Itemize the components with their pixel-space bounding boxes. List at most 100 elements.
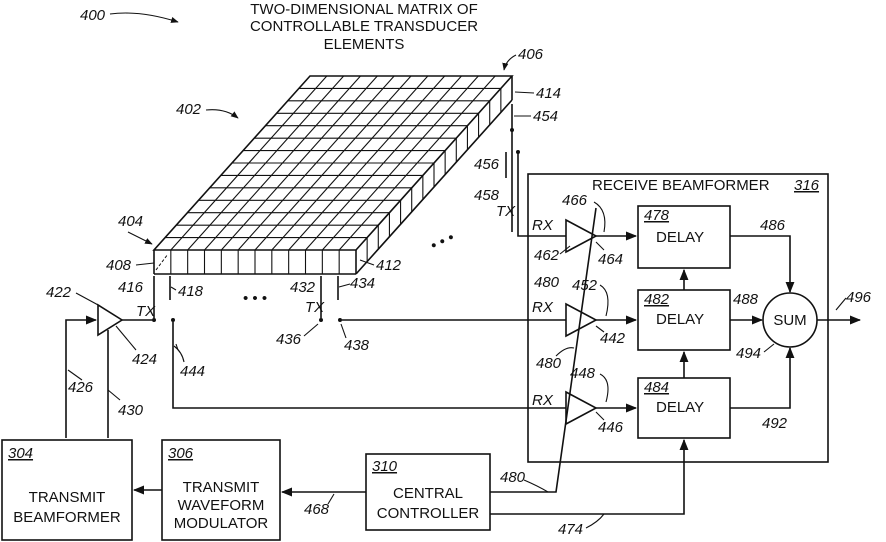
leader-452 xyxy=(600,285,608,316)
switch-contact-left-b xyxy=(171,318,175,322)
leader-400 xyxy=(110,13,178,22)
title-line-3: ELEMENTS xyxy=(324,36,405,53)
rx-label-3: RX xyxy=(532,392,554,409)
ref-454: 454 xyxy=(533,108,558,125)
switch-contact-mid-a xyxy=(319,318,323,322)
ref-492: 492 xyxy=(762,415,788,432)
ref-310: 310 xyxy=(372,458,398,475)
waveform-modulator-label-2: WAVEFORM xyxy=(178,497,265,514)
ref-406: 406 xyxy=(518,46,544,63)
leader-402 xyxy=(206,110,238,118)
leader-434 xyxy=(339,284,350,287)
leader-430 xyxy=(108,390,120,400)
rx-amplifier-3 xyxy=(566,392,596,424)
waveform-modulator-label-1: TRANSMIT xyxy=(183,479,260,496)
ref-456: 456 xyxy=(474,156,500,173)
delay-label-2: DELAY xyxy=(656,311,704,328)
ref-402: 402 xyxy=(176,101,202,118)
ref-306: 306 xyxy=(168,445,194,462)
ref-466: 466 xyxy=(562,192,588,209)
ref-418: 418 xyxy=(178,283,204,300)
ref-316: 316 xyxy=(794,177,820,194)
leader-444b xyxy=(174,346,184,362)
title-line-2: CONTROLLABLE TRANSDUCER xyxy=(250,18,478,35)
ref-304: 304 xyxy=(8,445,33,462)
switch-contact-left-a xyxy=(152,318,156,322)
leader-414 xyxy=(515,92,534,93)
ref-404: 404 xyxy=(118,213,143,230)
title-line-1: TWO-DIMENSIONAL MATRIX OF xyxy=(250,1,478,18)
ref-494: 494 xyxy=(736,345,761,362)
transducer-matrix xyxy=(154,76,512,274)
ref-442: 442 xyxy=(600,330,626,347)
matrix-element-marker xyxy=(156,254,168,270)
ref-400: 400 xyxy=(80,7,106,24)
ref-478: 478 xyxy=(644,207,670,224)
waveform-modulator-label-3: MODULATOR xyxy=(174,515,269,532)
ref-462: 462 xyxy=(534,247,560,264)
ref-488: 488 xyxy=(733,291,759,308)
receive-beamformer-label: RECEIVE BEAMFORMER xyxy=(592,177,770,194)
ref-430: 430 xyxy=(118,402,144,419)
ref-412: 412 xyxy=(376,257,402,274)
switch-contact-mid-b xyxy=(338,318,342,322)
ellipsis-right: • • • xyxy=(428,229,457,255)
leader-468 xyxy=(328,494,334,504)
leader-408 xyxy=(136,263,154,265)
ellipsis-middle: • • • xyxy=(243,290,267,307)
ref-480-controller: 480 xyxy=(500,469,526,486)
ref-480-lower: 480 xyxy=(536,355,562,372)
leader-436 xyxy=(304,324,318,336)
tx-label-top: TX xyxy=(496,203,516,220)
leader-418 xyxy=(171,287,176,290)
ref-414: 414 xyxy=(536,85,561,102)
delay-label-3: DELAY xyxy=(656,399,704,416)
ref-424: 424 xyxy=(132,351,157,368)
leader-438 xyxy=(341,324,346,338)
transmit-beamformer-label-1: TRANSMIT xyxy=(29,489,106,506)
ref-436: 436 xyxy=(276,331,302,348)
leader-448 xyxy=(600,374,608,402)
ref-434: 434 xyxy=(350,275,375,292)
ref-444: 444 xyxy=(180,363,205,380)
tx-label-mid: TX xyxy=(305,299,325,316)
delay-label-1: DELAY xyxy=(656,229,704,246)
transmit-beamformer-label-2: BEAMFORMER xyxy=(13,509,121,526)
wire-486 xyxy=(730,236,790,292)
leader-474 xyxy=(586,514,604,528)
leader-424 xyxy=(116,326,136,350)
leader-466 xyxy=(594,202,605,232)
ref-486: 486 xyxy=(760,217,786,234)
ref-474: 474 xyxy=(558,521,583,538)
ref-446: 446 xyxy=(598,419,624,436)
transmit-amplifier xyxy=(98,305,122,335)
leader-494 xyxy=(764,344,774,352)
ref-426: 426 xyxy=(68,379,94,396)
leader-422 xyxy=(76,293,100,306)
wire-444 xyxy=(173,322,566,408)
leader-480-controller xyxy=(524,480,548,492)
sum-label: SUM xyxy=(773,312,806,329)
ref-408: 408 xyxy=(106,257,132,274)
ref-416: 416 xyxy=(118,279,144,296)
central-controller-label-1: CENTRAL xyxy=(393,485,463,502)
switch-contact-top-a xyxy=(510,128,514,132)
ref-464: 464 xyxy=(598,251,623,268)
leader-404 xyxy=(128,232,152,244)
rx-label-1: RX xyxy=(532,217,554,234)
tx-label-left: TX xyxy=(136,303,156,320)
ref-496: 496 xyxy=(846,289,872,306)
ref-458: 458 xyxy=(474,187,500,204)
ref-484: 484 xyxy=(644,379,669,396)
leader-406 xyxy=(504,55,516,70)
ref-422: 422 xyxy=(46,284,72,301)
ref-468: 468 xyxy=(304,501,330,518)
ref-480-upper: 480 xyxy=(534,274,560,291)
leader-496 xyxy=(836,298,846,310)
central-controller-label-2: CONTROLLER xyxy=(377,505,480,522)
rx-label-2: RX xyxy=(532,299,554,316)
ref-482: 482 xyxy=(644,291,670,308)
ref-432: 432 xyxy=(290,279,316,296)
